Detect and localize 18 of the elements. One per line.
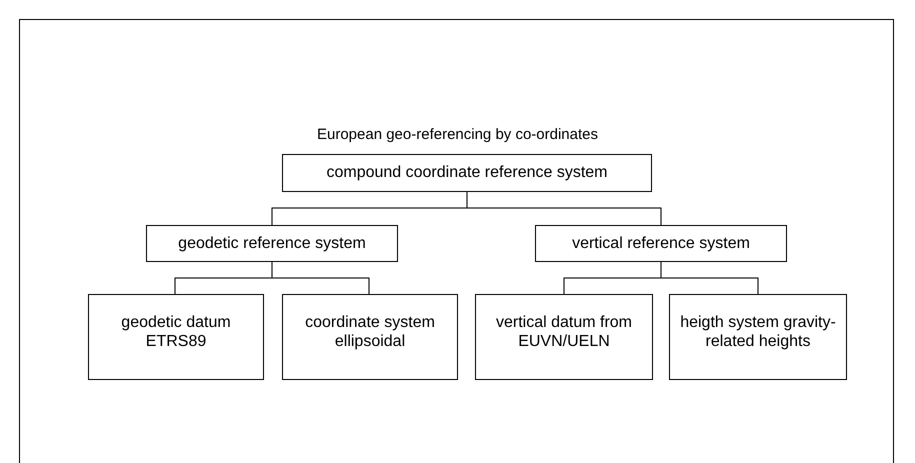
process-box	[475, 294, 653, 380]
box-label: compound coordinate reference system	[325, 163, 609, 183]
connector-line	[466, 192, 662, 226]
box-label: geodetic datum ETRS89	[120, 313, 232, 352]
box-label: heigth system gravity-related heights	[679, 313, 837, 352]
box-label: geodetic reference system	[177, 234, 367, 254]
box-label: vertical reference system	[571, 234, 751, 254]
box-label: vertical datum from EUVN/UELN	[494, 313, 634, 352]
process-box	[88, 294, 264, 380]
connector-line	[660, 262, 758, 294]
connector-line	[272, 262, 370, 294]
process-box	[535, 225, 787, 262]
box-label: coordinate system ellipsoidal	[304, 313, 436, 352]
process-box	[282, 154, 652, 192]
process-box	[282, 294, 458, 380]
process-box	[146, 225, 398, 262]
process-box	[669, 294, 847, 380]
diagram-title: European geo-referencing by co-ordinates	[316, 126, 599, 143]
